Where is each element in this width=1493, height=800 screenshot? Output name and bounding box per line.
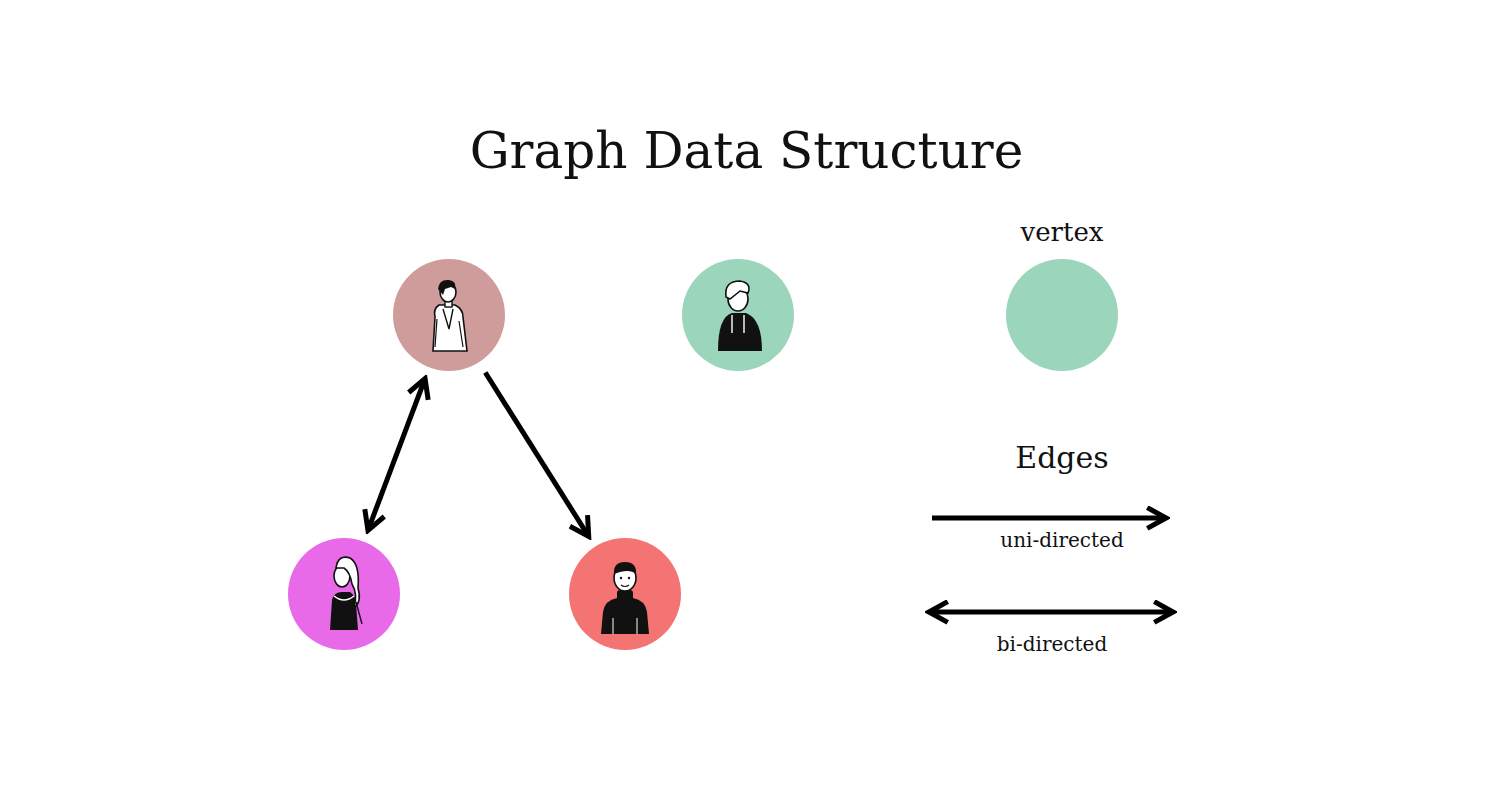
vertex-circle bbox=[288, 538, 400, 650]
person-illustration bbox=[682, 259, 794, 371]
person-illustration bbox=[288, 538, 400, 650]
legend-line bbox=[932, 516, 1166, 521]
uni-directed-edge bbox=[485, 373, 588, 537]
uni-directed-arrow-sample bbox=[932, 518, 1166, 519]
bi-directed-edge bbox=[368, 379, 425, 531]
legend-line bbox=[929, 610, 1173, 615]
legend-heading: Edges bbox=[962, 440, 1162, 475]
vertex-circle bbox=[682, 259, 794, 371]
diagram-title: Graph Data Structure bbox=[0, 122, 1493, 180]
legend-text: uni-directed bbox=[932, 528, 1192, 552]
vertex-label: vertex bbox=[1020, 217, 1103, 247]
person-illustration bbox=[569, 538, 681, 650]
bi-directed-arrow-sample bbox=[929, 612, 1173, 613]
legend-text: bi-directed bbox=[922, 632, 1182, 656]
vertex-circle: vertex bbox=[1006, 259, 1118, 371]
vertex-circle bbox=[393, 259, 505, 371]
vertex-circle bbox=[569, 538, 681, 650]
person-illustration bbox=[393, 259, 505, 371]
